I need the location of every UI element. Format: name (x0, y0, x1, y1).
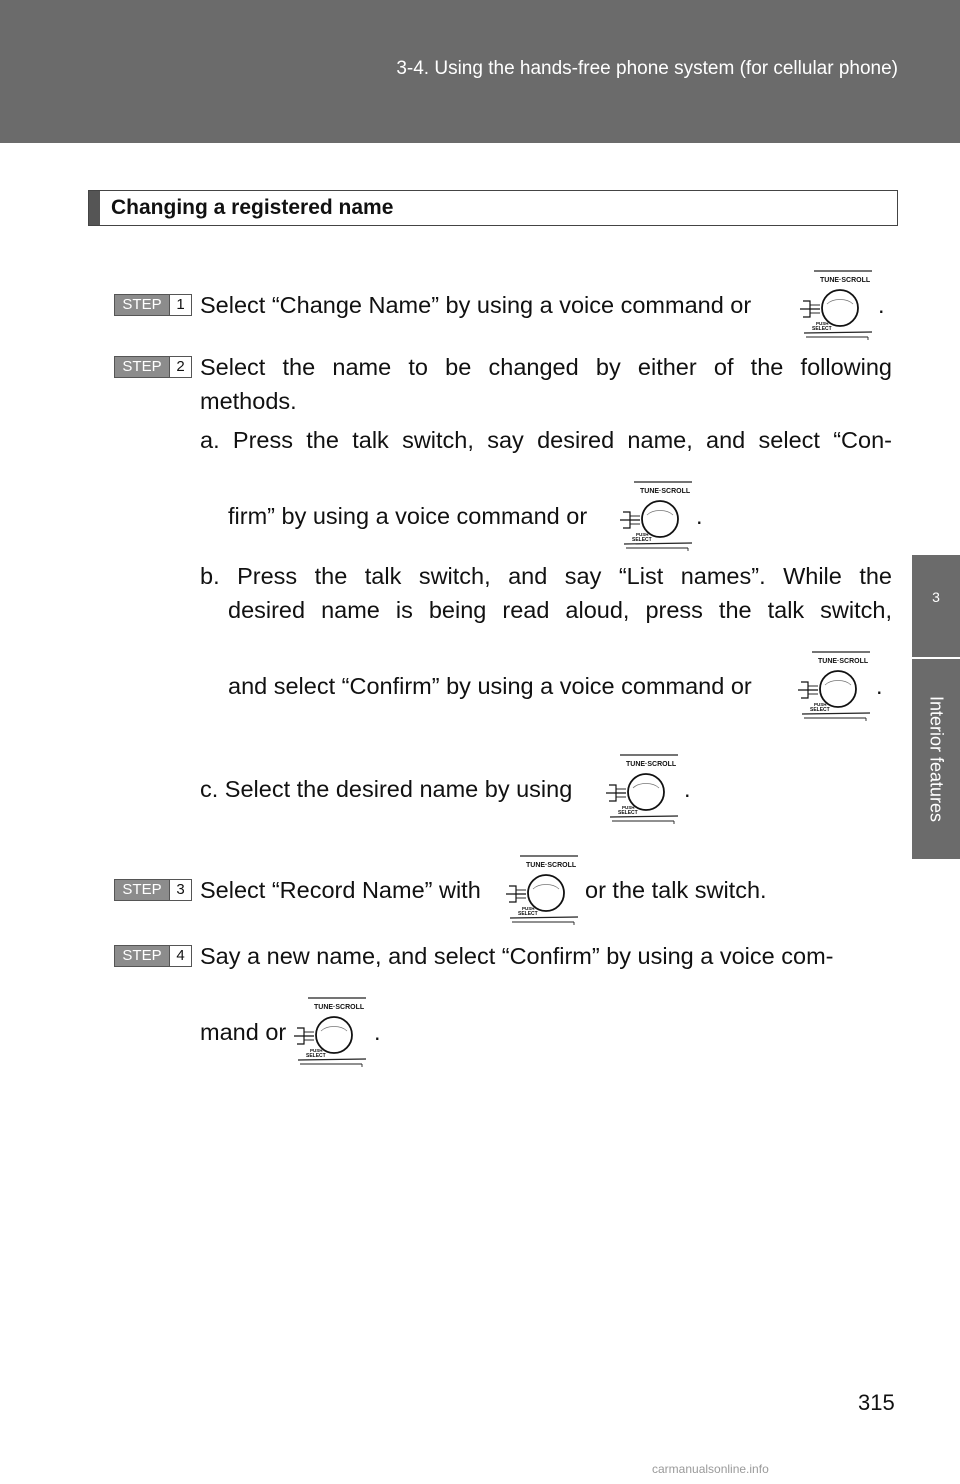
step-word: STEP (115, 880, 169, 900)
dial-push-label: PUSH (816, 321, 829, 326)
method-b-period: . (876, 673, 883, 699)
step-3-text: Select “Record Name” with (200, 877, 481, 903)
dial-select-label: SELECT (518, 911, 538, 917)
step-1-text: Select “Change Name” by using a voice co… (200, 292, 752, 318)
step-number: 4 (169, 946, 191, 966)
dial-select-label: SELECT (632, 537, 652, 543)
step-number: 1 (169, 295, 191, 315)
step-badge-3: STEP 3 (114, 879, 192, 901)
step-word: STEP (115, 946, 169, 966)
dial-select-label: SELECT (810, 707, 830, 713)
step-4-line-1: Say a new name, and select “Confirm” by … (200, 943, 834, 969)
chapter-label: Interior features (926, 695, 947, 823)
page-header: 3-4. Using the hands-free phone system (… (0, 0, 960, 143)
dial-top-label: TUNE·SCROLL (314, 1004, 365, 1011)
method-b-line-2: desired name is being read aloud, press … (228, 597, 892, 623)
dial-push-label: PUSH (636, 532, 649, 537)
dial-top-label: TUNE·SCROLL (820, 277, 871, 284)
step-word: STEP (115, 295, 169, 315)
step-4-period: . (374, 1019, 381, 1045)
page-number: 315 (858, 1390, 895, 1415)
dial-push-label: PUSH (814, 702, 827, 707)
chapter-number-tab: 3 (912, 555, 960, 657)
dial-select-label: SELECT (812, 326, 832, 332)
method-a-line-1: a. Press the talk switch, say desired na… (200, 427, 892, 453)
method-c-period: . (684, 776, 691, 802)
header-title: 3-4. Using the hands-free phone system (… (396, 58, 898, 79)
step-word: STEP (115, 357, 169, 377)
step-4-line-2: mand or (200, 1019, 287, 1045)
step-2-line-1: Select the name to be changed by either … (200, 354, 892, 380)
watermark: carmanualsonline.info (652, 1462, 769, 1476)
step-badge-2: STEP 2 (114, 356, 192, 378)
method-a-period: . (696, 503, 703, 529)
section-header: Changing a registered name (88, 190, 898, 226)
dial-select-label: SELECT (618, 810, 638, 816)
section-header-bar (89, 191, 100, 225)
dial-top-label: TUNE·SCROLL (640, 488, 691, 495)
step-number: 2 (169, 357, 191, 377)
dial-push-label: PUSH (522, 906, 535, 911)
dial-top-label: TUNE·SCROLL (626, 761, 677, 768)
dial-push-label: PUSH (310, 1048, 323, 1053)
dial-push-label: PUSH (622, 805, 635, 810)
step-badge-4: STEP 4 (114, 945, 192, 967)
step-3-text-after: or the talk switch. (585, 877, 767, 903)
step-badge-1: STEP 1 (114, 294, 192, 316)
step-1-period: . (878, 292, 885, 318)
method-c-text: c. Select the desired name by using (200, 776, 573, 802)
section-title: Changing a registered name (111, 196, 394, 219)
dial-top-label: TUNE·SCROLL (818, 658, 869, 665)
chapter-label-tab: Interior features (912, 659, 960, 859)
method-a-line-2: firm” by using a voice command or (228, 503, 588, 529)
dial-top-label: TUNE·SCROLL (526, 862, 577, 869)
method-b-line-3: and select “Confirm” by using a voice co… (228, 673, 752, 699)
method-b-line-1: b. Press the talk switch, and say “List … (200, 563, 892, 589)
step-2-line-2: methods. (200, 388, 297, 414)
dial-select-label: SELECT (306, 1053, 326, 1059)
step-number: 3 (169, 880, 191, 900)
